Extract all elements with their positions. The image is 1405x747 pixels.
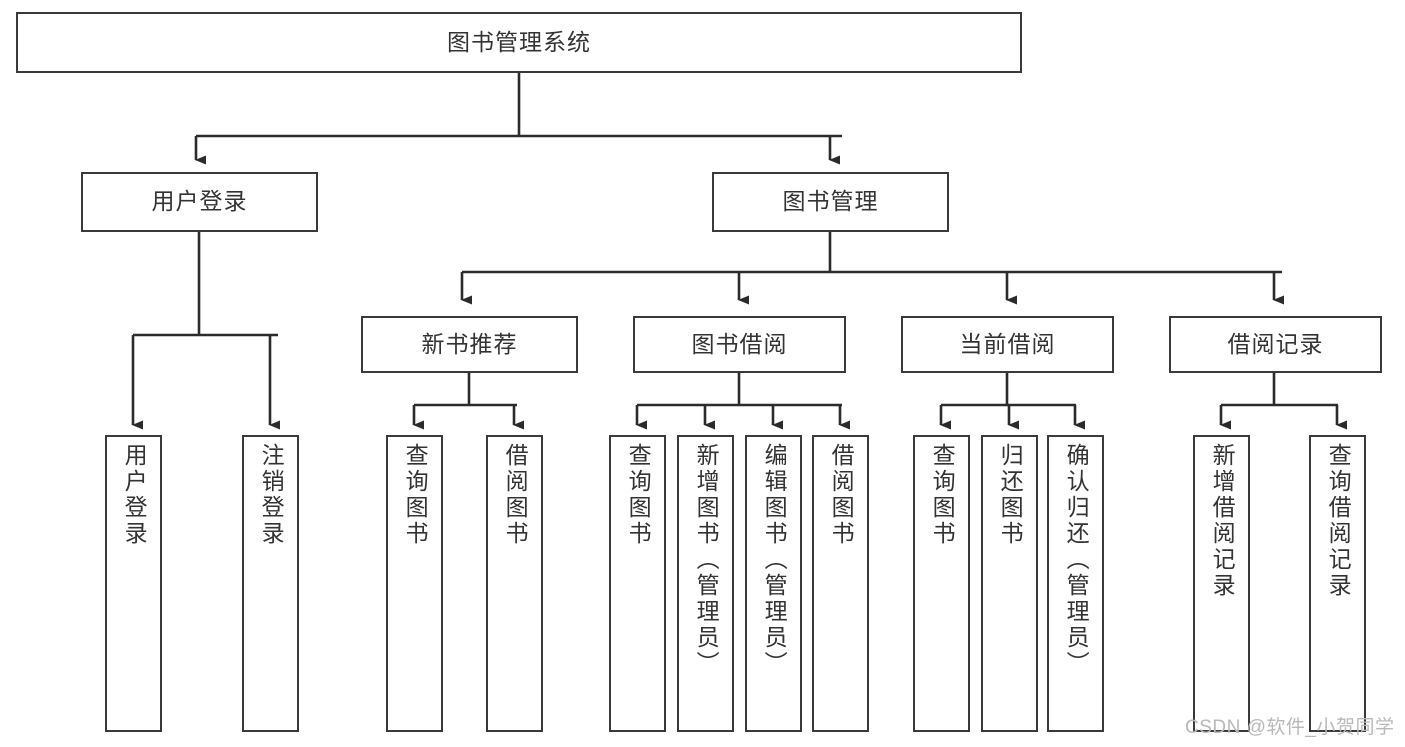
node-leaf-borrow-book-2-label: 借阅图书: [828, 443, 855, 547]
node-leaf-add-book-label: 新增图书（管理员）: [693, 443, 720, 677]
node-leaf-query-book-3-label: 查询图书: [929, 443, 956, 547]
node-leaf-return-book-label: 归还图书: [997, 443, 1024, 547]
node-root[interactable]: 图书管理系统: [16, 12, 1022, 73]
node-leaf-return-book[interactable]: 归还图书: [981, 435, 1038, 732]
node-new-book-recommend-label: 新书推荐: [421, 330, 518, 357]
node-leaf-query-book-3[interactable]: 查询图书: [913, 435, 970, 732]
node-leaf-user-login-label: 用户登录: [121, 443, 148, 547]
node-leaf-confirm-return-label: 确认归还（管理员）: [1063, 443, 1090, 677]
node-leaf-query-book-1-label: 查询图书: [402, 443, 429, 547]
node-user-login[interactable]: 用户登录: [81, 172, 318, 232]
node-leaf-edit-book-label: 编辑图书（管理员）: [761, 443, 788, 677]
node-book-borrow[interactable]: 图书借阅: [633, 316, 846, 373]
node-new-book-recommend[interactable]: 新书推荐: [361, 316, 578, 373]
node-borrow-record-label: 借阅记录: [1227, 330, 1324, 357]
node-leaf-user-login[interactable]: 用户登录: [105, 435, 162, 732]
node-leaf-borrow-book-2[interactable]: 借阅图书: [812, 435, 869, 732]
node-leaf-borrow-book-1[interactable]: 借阅图书: [486, 435, 543, 732]
node-book-borrow-label: 图书借阅: [691, 330, 788, 357]
node-book-management-label: 图书管理: [782, 188, 879, 215]
watermark: CSDN @软件_小贺同学: [1185, 717, 1395, 738]
node-root-label: 图书管理系统: [447, 28, 591, 55]
node-leaf-query-book-2[interactable]: 查询图书: [609, 435, 666, 732]
node-leaf-query-record[interactable]: 查询借阅记录: [1309, 435, 1366, 732]
node-book-management[interactable]: 图书管理: [712, 172, 949, 232]
node-user-login-label: 用户登录: [151, 188, 248, 215]
node-leaf-user-logout-label: 注销登录: [258, 443, 285, 547]
node-leaf-add-record-label: 新增借阅记录: [1209, 443, 1236, 599]
node-leaf-edit-book[interactable]: 编辑图书（管理员）: [745, 435, 802, 732]
node-leaf-add-book[interactable]: 新增图书（管理员）: [677, 435, 734, 732]
node-leaf-borrow-book-1-label: 借阅图书: [502, 443, 529, 547]
node-leaf-query-book-2-label: 查询图书: [625, 443, 652, 547]
node-leaf-user-logout[interactable]: 注销登录: [242, 435, 299, 732]
node-leaf-query-book-1[interactable]: 查询图书: [386, 435, 443, 732]
node-leaf-add-record[interactable]: 新增借阅记录: [1193, 435, 1250, 732]
node-leaf-confirm-return[interactable]: 确认归还（管理员）: [1047, 435, 1104, 732]
node-borrow-record[interactable]: 借阅记录: [1169, 316, 1382, 373]
node-current-borrow[interactable]: 当前借阅: [901, 316, 1114, 373]
node-current-borrow-label: 当前借阅: [959, 330, 1056, 357]
node-leaf-query-record-label: 查询借阅记录: [1325, 443, 1352, 599]
